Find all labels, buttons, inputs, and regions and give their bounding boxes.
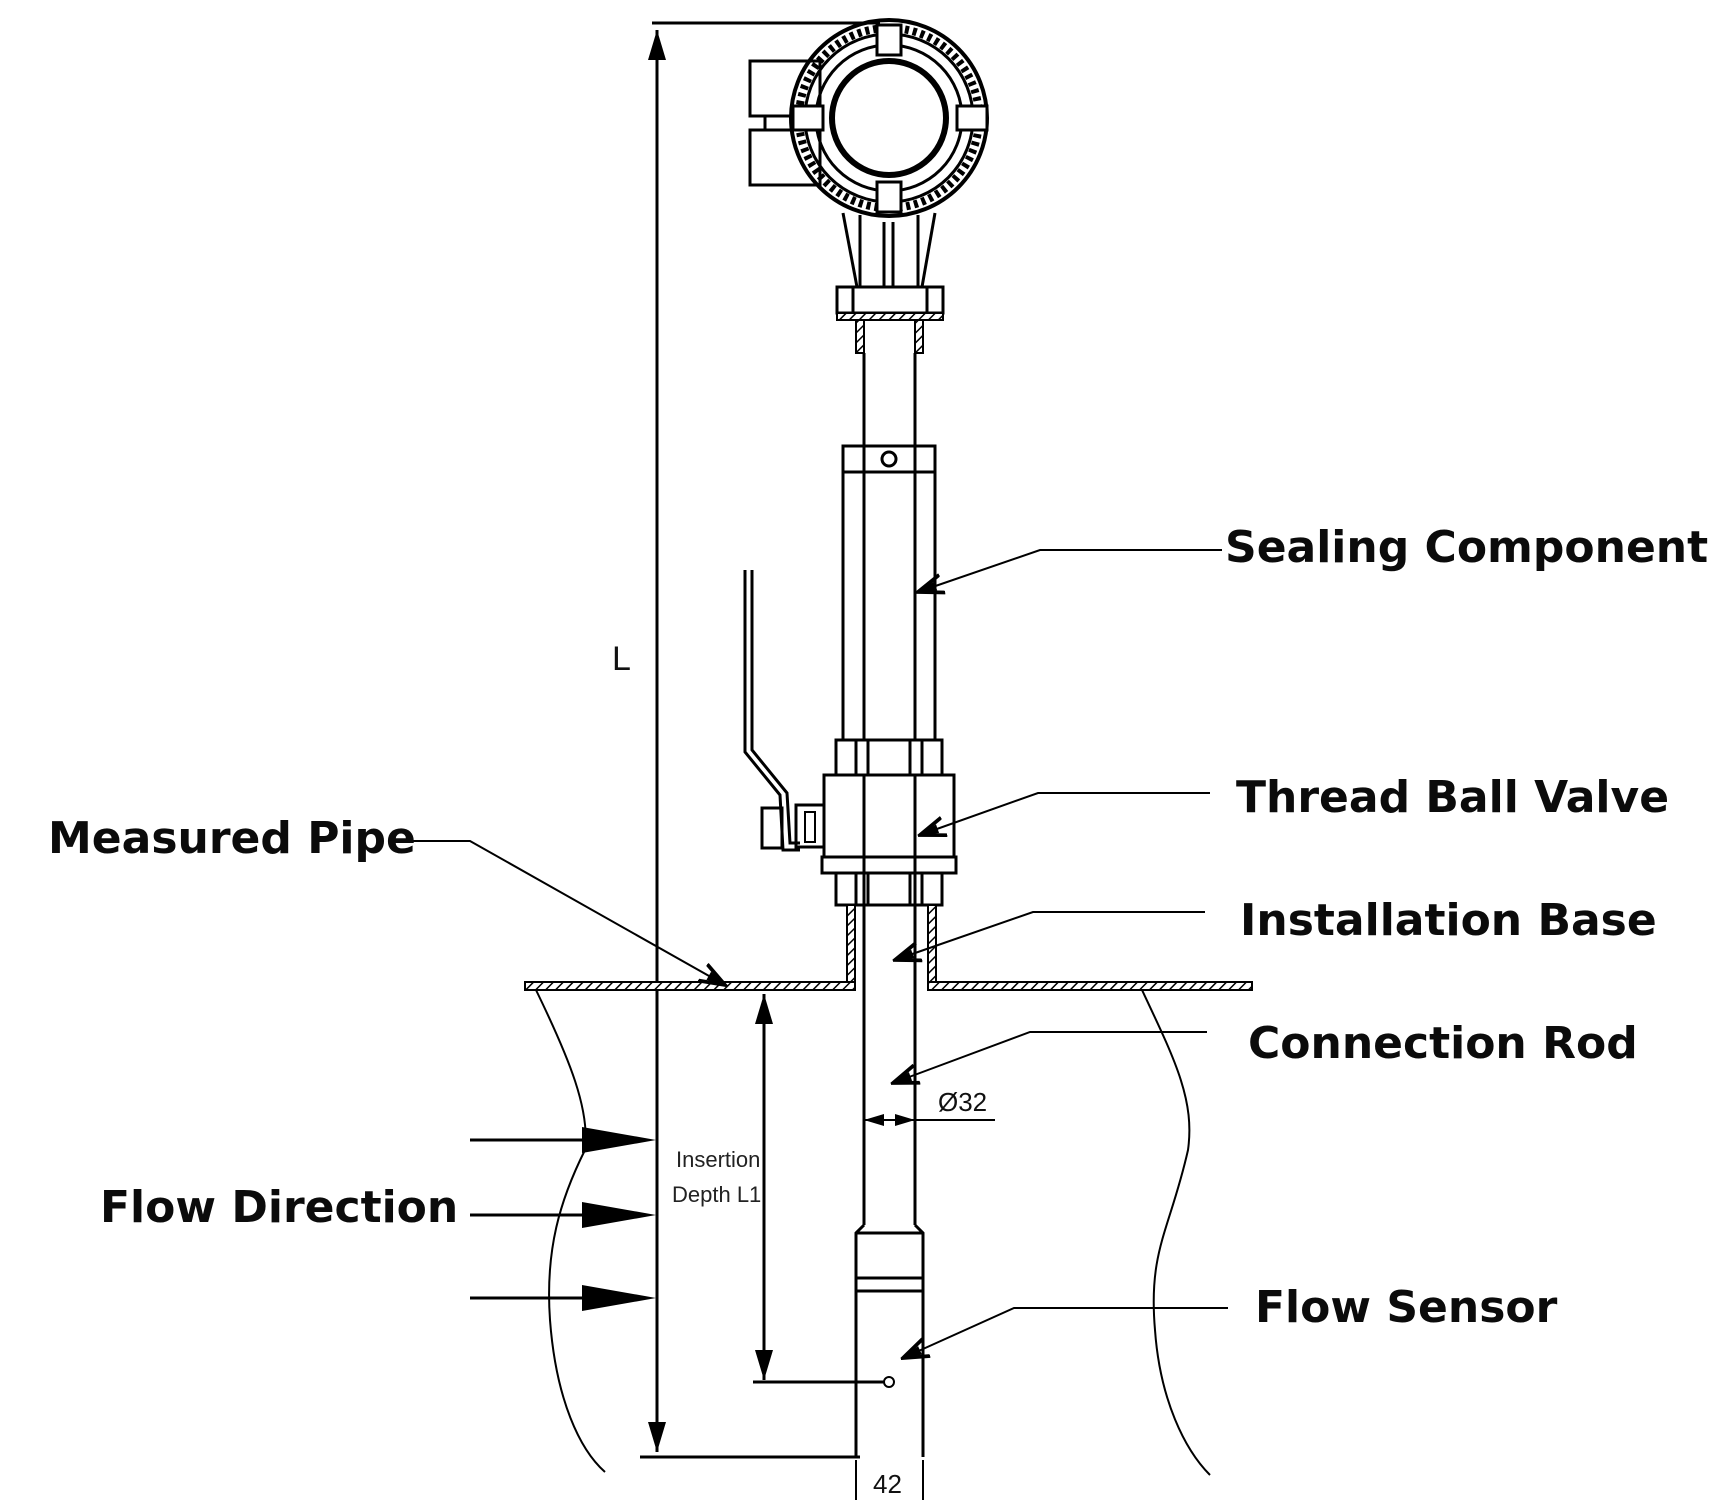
flow-sensor [753, 1223, 925, 1457]
installation-base [846, 904, 937, 988]
overall-length-dimension: L [612, 21, 880, 1459]
insertion-depth-label-line2: Depth L1 [672, 1182, 761, 1207]
insertion-depth-label-line1: Insertion [676, 1147, 760, 1172]
callout-leaders [406, 549, 1228, 1358]
callout-flow-sensor: Flow Sensor [1255, 1282, 1558, 1333]
flow-direction-arrows [470, 1127, 656, 1311]
callout-thread-ball-valve: Thread Ball Valve [1236, 772, 1669, 823]
pipe-break-line-right [1141, 989, 1211, 1476]
junction-box-lower [748, 128, 822, 187]
junction-box-upper [748, 59, 822, 118]
measured-pipe [524, 981, 1253, 1476]
rod-diameter-dimension: Ø32 [864, 1087, 995, 1126]
callout-connection-rod: Connection Rod [1248, 1018, 1638, 1069]
callout-sealing-component: Sealing Component [1225, 522, 1708, 573]
valve-handle [743, 570, 800, 852]
flow-arrow-2 [582, 1202, 656, 1228]
leader-measured-pipe [406, 840, 725, 985]
sensor-width-label: 42 [873, 1469, 902, 1499]
flow-arrow-3 [582, 1285, 656, 1311]
leader-flow-sensor [903, 1307, 1228, 1358]
overall-length-label: L [612, 640, 631, 678]
leader-thread-ball-valve [920, 792, 1210, 835]
leader-installation-base [895, 911, 1205, 960]
insertion-depth-dimension: Insertion Depth L1 [672, 994, 773, 1380]
leader-sealing-component [918, 549, 1222, 592]
rod-diameter-label: Ø32 [938, 1087, 987, 1117]
thread-ball-valve [743, 570, 958, 907]
callout-measured-pipe: Measured Pipe [48, 813, 416, 864]
flow-arrow-1 [582, 1127, 656, 1153]
sensor-point [883, 1376, 895, 1388]
leader-connection-rod [893, 1031, 1207, 1083]
sealing-component [841, 444, 937, 742]
pipe-break-line-left [535, 989, 606, 1473]
transmitter-head [748, 18, 989, 354]
sensor-width-dimension: 42 [855, 1460, 924, 1500]
display-window [829, 58, 949, 178]
callout-flow-direction: Flow Direction [100, 1182, 458, 1233]
callout-installation-base: Installation Base [1240, 895, 1657, 946]
